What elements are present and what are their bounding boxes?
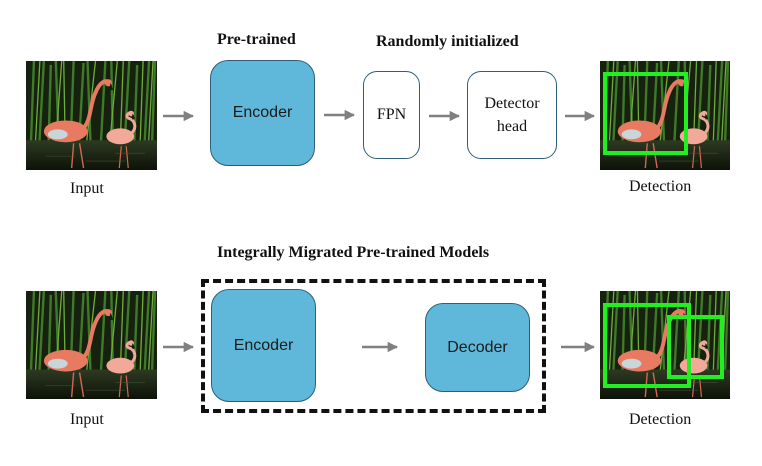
integrally-migrated-dashed-frame bbox=[201, 279, 546, 413]
bottom-encoder-label: Encoder bbox=[233, 336, 294, 354]
top-input-caption: Input bbox=[70, 180, 104, 197]
top-input-image bbox=[26, 61, 157, 170]
bottom-input-image bbox=[26, 291, 157, 399]
decoder-label: Decoder bbox=[447, 338, 508, 356]
top-encoder-box: Encoder bbox=[210, 60, 315, 166]
top-detection-box-large-flamingo bbox=[603, 72, 688, 155]
detector-head-box: Detector head bbox=[467, 71, 557, 159]
bottom-input-caption: Input bbox=[70, 411, 104, 428]
bottom-detection-box-large-flamingo bbox=[603, 303, 691, 388]
top-encoder-label: Encoder bbox=[232, 104, 293, 122]
top-detection-caption: Detection bbox=[629, 178, 692, 195]
detector-head-label-line1: Detector bbox=[484, 94, 540, 112]
bottom-detection-caption: Detection bbox=[629, 411, 692, 428]
fpn-box: FPN bbox=[363, 71, 420, 159]
bottom-detection-box-small-flamingo bbox=[667, 315, 724, 379]
pretrained-heading: Pre-trained bbox=[217, 31, 296, 48]
bottom-encoder-box: Encoder bbox=[211, 289, 316, 402]
decoder-box: Decoder bbox=[425, 303, 530, 392]
randomly-initialized-heading: Randomly initialized bbox=[376, 33, 519, 50]
detector-head-label: Detector head bbox=[484, 92, 539, 138]
bottom-detection-image bbox=[600, 291, 730, 399]
top-detection-image bbox=[600, 61, 730, 170]
detector-head-label-line2: head bbox=[496, 118, 528, 135]
integrally-migrated-heading: Integrally Migrated Pre-trained Models bbox=[217, 244, 490, 261]
fpn-label: FPN bbox=[376, 106, 407, 124]
